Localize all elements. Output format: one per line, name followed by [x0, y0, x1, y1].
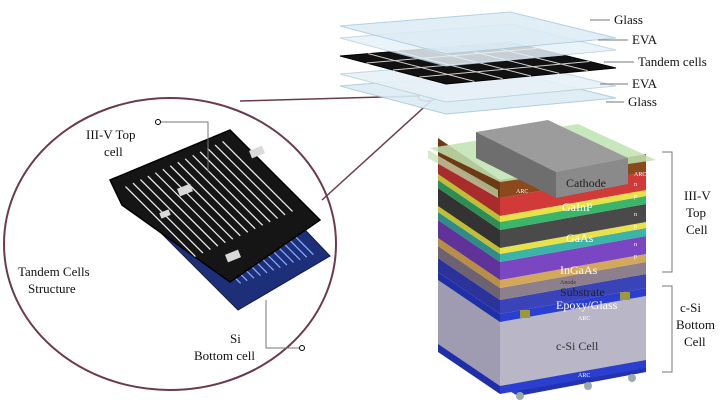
label-gaas: GaAs: [566, 231, 594, 245]
label-top-cell-2: cell: [104, 144, 123, 159]
label-ingaas: InGaAs: [560, 263, 598, 277]
label-bracket-top-2: Top: [686, 205, 706, 220]
label-structure-2: Structure: [28, 281, 76, 296]
ingaas-layer: [500, 236, 646, 280]
top-cell-finger: [147, 175, 219, 247]
label-eva-bottom: EVA: [632, 76, 658, 91]
label-structure-1: Tandem Cells: [18, 264, 90, 279]
module-exploded-view: [339, 11, 617, 115]
glass-top-sheet: [339, 11, 617, 55]
iii-v-top-cell: [108, 129, 322, 283]
top-cell-finger: [192, 154, 264, 226]
epoxy-layer: [500, 274, 646, 314]
label-bracket-top-3: Cell: [686, 222, 708, 237]
module-grid-line: [419, 61, 590, 78]
label-glass-top: Glass: [614, 12, 643, 27]
label-bracket-bottom-1: c-Si: [680, 300, 701, 315]
top-cell-finger: [177, 161, 249, 233]
label-arc-right: ARC: [634, 172, 646, 178]
label-bottom-cell-2: Bottom cell: [194, 348, 255, 363]
top-cell-leader: [158, 121, 209, 172]
label-tandem-cells: Tandem cells: [638, 54, 707, 69]
top-cell-finger: [139, 179, 211, 251]
top-cell-finger: [154, 172, 226, 244]
layer-stack: [428, 120, 656, 400]
label-dopant-4: p: [634, 224, 637, 230]
label-substrate: Substrate: [560, 285, 605, 299]
top-cell-finger: [162, 168, 234, 240]
label-dopant-2: p: [634, 194, 637, 200]
substrate-layer: [500, 262, 646, 300]
zoom-line-bottom: [321, 99, 433, 201]
label-bottom-cell-1: Si: [230, 331, 241, 346]
top-cell-finger: [169, 165, 241, 237]
top-cell-finger: [199, 151, 271, 223]
label-bracket-bottom-2: Bottom: [676, 317, 715, 332]
top-cell-finger: [184, 158, 256, 230]
cathode-block: [556, 158, 628, 198]
label-arc-left: ARC: [516, 189, 528, 195]
label-glass-bottom: Glass: [628, 94, 657, 109]
bottom-cell-leader: [265, 300, 302, 349]
top-cell-finger: [132, 182, 204, 254]
label-csi: c-Si Cell: [556, 339, 599, 353]
label-dopant-6: p: [634, 254, 637, 260]
label-top-cell-1: III-V Top: [86, 127, 136, 142]
top-cell-finger: [214, 144, 286, 216]
label-arc-mid: ARC: [578, 316, 590, 322]
label-bracket-bottom-3: Cell: [684, 334, 706, 349]
label-epoxy: Epoxy/Glass: [556, 298, 618, 312]
top-cell-finger: [207, 147, 279, 219]
top-cell-finger: [222, 141, 293, 212]
gaas-layer: [500, 204, 646, 248]
label-anode: Anode: [560, 280, 576, 286]
label-arc-bottom: ARC: [578, 373, 590, 379]
label-dopant-3: n: [634, 212, 637, 218]
bracket-top: [662, 151, 673, 273]
label-bracket-top-1: III-V: [684, 188, 711, 203]
top-cell-finger: [125, 186, 196, 257]
top-cell-leader-dot: [155, 119, 161, 125]
label-dopant-1: n: [634, 182, 637, 188]
label-eva-top: EVA: [632, 32, 658, 47]
bracket-bottom: [662, 285, 673, 373]
bottom-cell-leader-dot: [299, 345, 305, 351]
label-gainp: GaInP: [562, 200, 593, 214]
label-cathode: Cathode: [566, 176, 606, 190]
label-dopant-5: n: [634, 242, 637, 248]
